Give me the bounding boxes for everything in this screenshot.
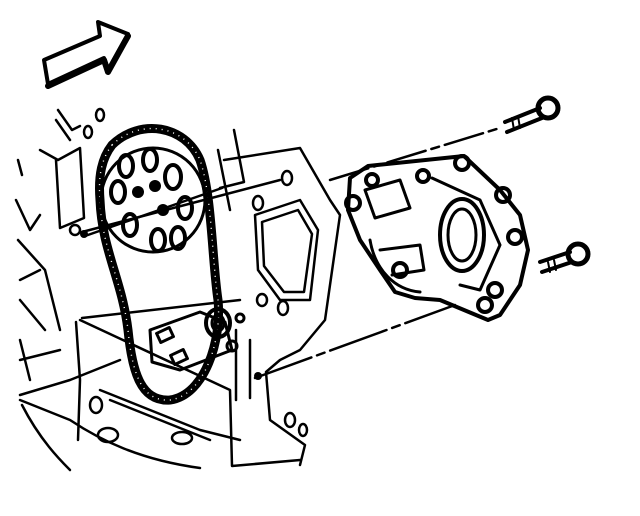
oil-pump-bolt-upper	[503, 95, 561, 134]
oil-pump-bolt-lower	[538, 241, 591, 274]
crankshaft-sprocket	[148, 307, 246, 372]
oil-pump	[344, 154, 530, 322]
camshaft-sprocket	[99, 146, 207, 254]
engine-block	[14, 107, 342, 472]
view-arrow-icon	[42, 20, 131, 89]
